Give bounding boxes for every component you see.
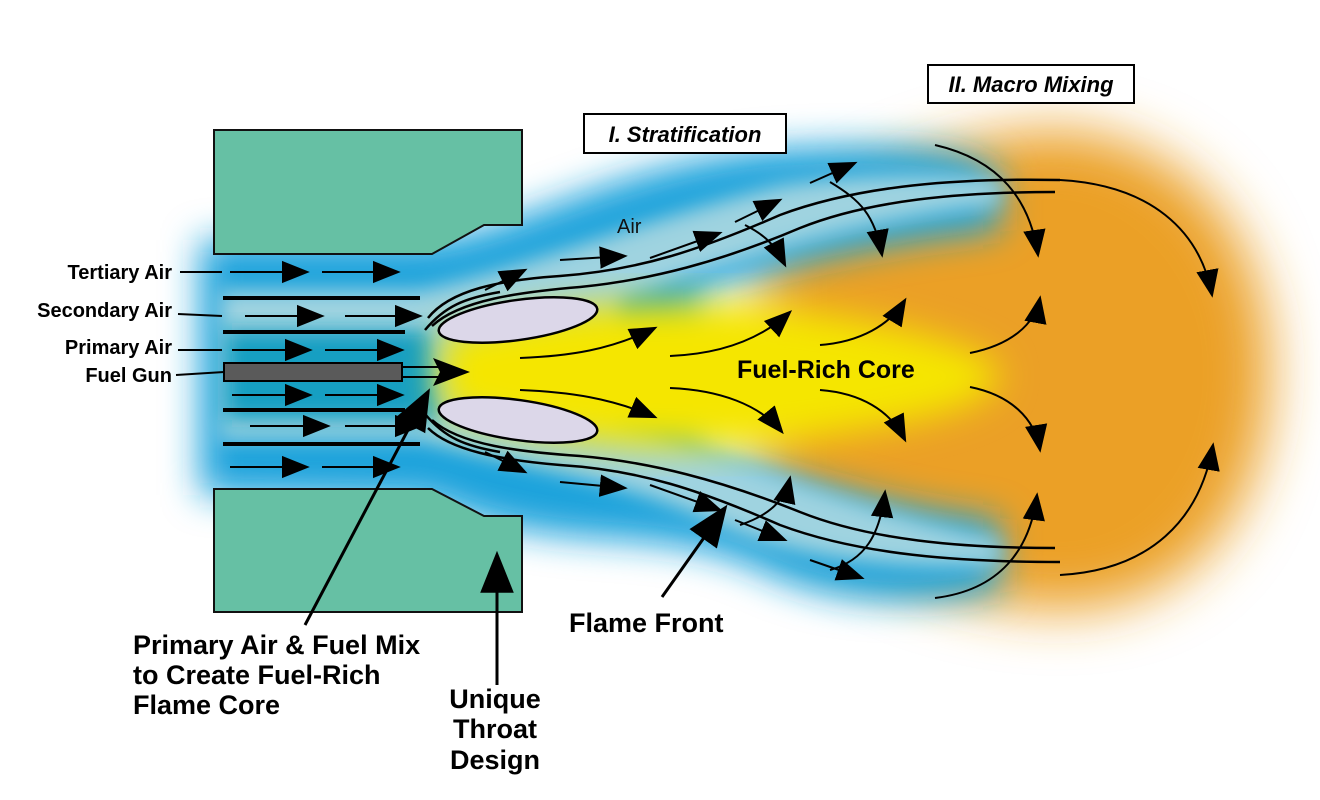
flame-front-label: Flame Front bbox=[569, 608, 724, 638]
fuel-gun bbox=[223, 362, 403, 382]
throat-line-2: Throat bbox=[453, 714, 537, 744]
throat-line-3: Design bbox=[450, 745, 540, 775]
primary-air-label: Primary Air bbox=[65, 337, 172, 359]
lower-recirculation-ellipse bbox=[437, 396, 599, 444]
macro-mixing-label: II. Macro Mixing bbox=[948, 72, 1114, 97]
air-channel-walls bbox=[223, 296, 420, 446]
secondary-air-label: Secondary Air bbox=[37, 300, 172, 322]
lower-burner-block bbox=[213, 488, 523, 613]
fuel-rich-core-zone bbox=[440, 302, 1000, 448]
stratification-label: I. Stratification bbox=[609, 122, 762, 147]
primary-mix-callout-arrow bbox=[303, 388, 430, 626]
fuel-gun-label: Fuel Gun bbox=[85, 365, 172, 387]
flow-arrows bbox=[484, 144, 1220, 599]
primary-mix-line-1: Primary Air & Fuel Mix bbox=[133, 630, 420, 660]
stratification-stage-box: I. Stratification bbox=[583, 113, 787, 154]
primary-mix-line-3: Flame Core bbox=[133, 690, 280, 720]
upper-burner-block bbox=[213, 129, 523, 255]
inlet-labels: Tertiary Air Secondary Air Primary Air F… bbox=[37, 262, 225, 387]
throat-line-1: Unique bbox=[449, 684, 541, 714]
air-label: Air bbox=[617, 216, 642, 238]
fuel-rich-core-label: Fuel-Rich Core bbox=[737, 356, 915, 384]
throat-callout: Unique Throat Design bbox=[449, 684, 541, 775]
core-flow-arrows bbox=[519, 295, 1048, 453]
fuel-injection-arrowhead bbox=[433, 358, 470, 386]
primary-mix-line-2: to Create Fuel-Rich bbox=[133, 660, 381, 690]
macro-mixing-stage-box: II. Macro Mixing bbox=[927, 64, 1135, 104]
inlet-air-arrows bbox=[230, 260, 423, 479]
flame-front-callout-arrow bbox=[660, 504, 728, 598]
primary-mix-callout: Primary Air & Fuel Mix to Create Fuel-Ri… bbox=[133, 630, 420, 720]
upper-recirculation-ellipse bbox=[437, 296, 599, 344]
tertiary-air-label: Tertiary Air bbox=[68, 262, 173, 284]
